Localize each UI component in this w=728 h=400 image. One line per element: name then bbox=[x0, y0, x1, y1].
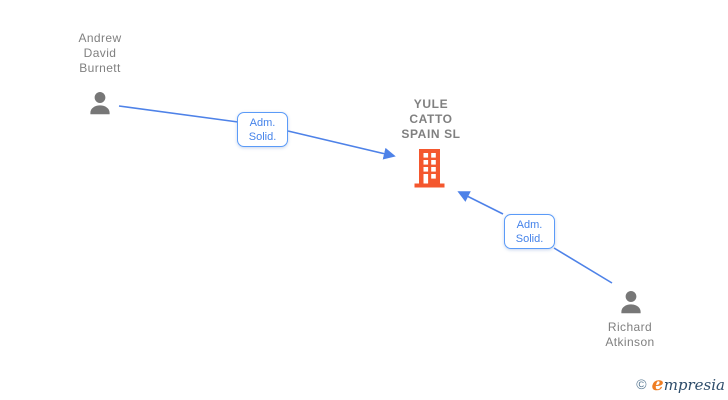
node-label-line: Richard bbox=[607, 320, 653, 334]
edge-label-line: Solid. bbox=[248, 131, 277, 143]
node-label-line: David bbox=[83, 46, 117, 60]
brand-first-letter: e bbox=[651, 373, 664, 395]
empresia-logo[interactable]: © empresia bbox=[636, 372, 725, 396]
copyright-symbol: © bbox=[636, 376, 647, 392]
edge-label-line: Adm. bbox=[516, 219, 543, 231]
node-label-line: Burnett bbox=[79, 61, 121, 75]
edge-line-richard-to-box bbox=[553, 247, 613, 284]
node-label-line: Atkinson bbox=[605, 335, 655, 349]
brand-name: empresia bbox=[652, 373, 725, 395]
building-icon bbox=[414, 149, 445, 188]
node-label-richard: Richard Atkinson bbox=[585, 320, 675, 350]
edge-line-box-to-company bbox=[287, 130, 396, 160]
node-person-richard[interactable] bbox=[616, 287, 646, 322]
node-company-yule-catto[interactable] bbox=[414, 149, 445, 193]
edge-label-adm-solid-2[interactable]: Adm. Solid. bbox=[504, 214, 555, 249]
node-label-line: SPAIN SL bbox=[401, 127, 461, 141]
node-label-andrew: Andrew David Burnett bbox=[55, 31, 145, 76]
edge-line-andrew-to-box bbox=[118, 105, 239, 123]
person-icon bbox=[621, 291, 641, 314]
edge-label-adm-solid-1[interactable]: Adm. Solid. bbox=[237, 112, 288, 147]
node-person-andrew[interactable] bbox=[85, 88, 115, 123]
edge-label-line: Solid. bbox=[515, 233, 544, 245]
node-label-line: Andrew bbox=[78, 31, 122, 45]
brand-rest: mpresia bbox=[663, 376, 725, 394]
node-label-line: CATTO bbox=[409, 112, 453, 126]
person-icon bbox=[90, 92, 110, 115]
edge-label-line: Adm. bbox=[249, 117, 276, 129]
node-label-line: YULE bbox=[413, 97, 449, 111]
node-label-company: YULE CATTO SPAIN SL bbox=[386, 97, 476, 142]
edge-line-box-to-company-2 bbox=[457, 191, 504, 215]
